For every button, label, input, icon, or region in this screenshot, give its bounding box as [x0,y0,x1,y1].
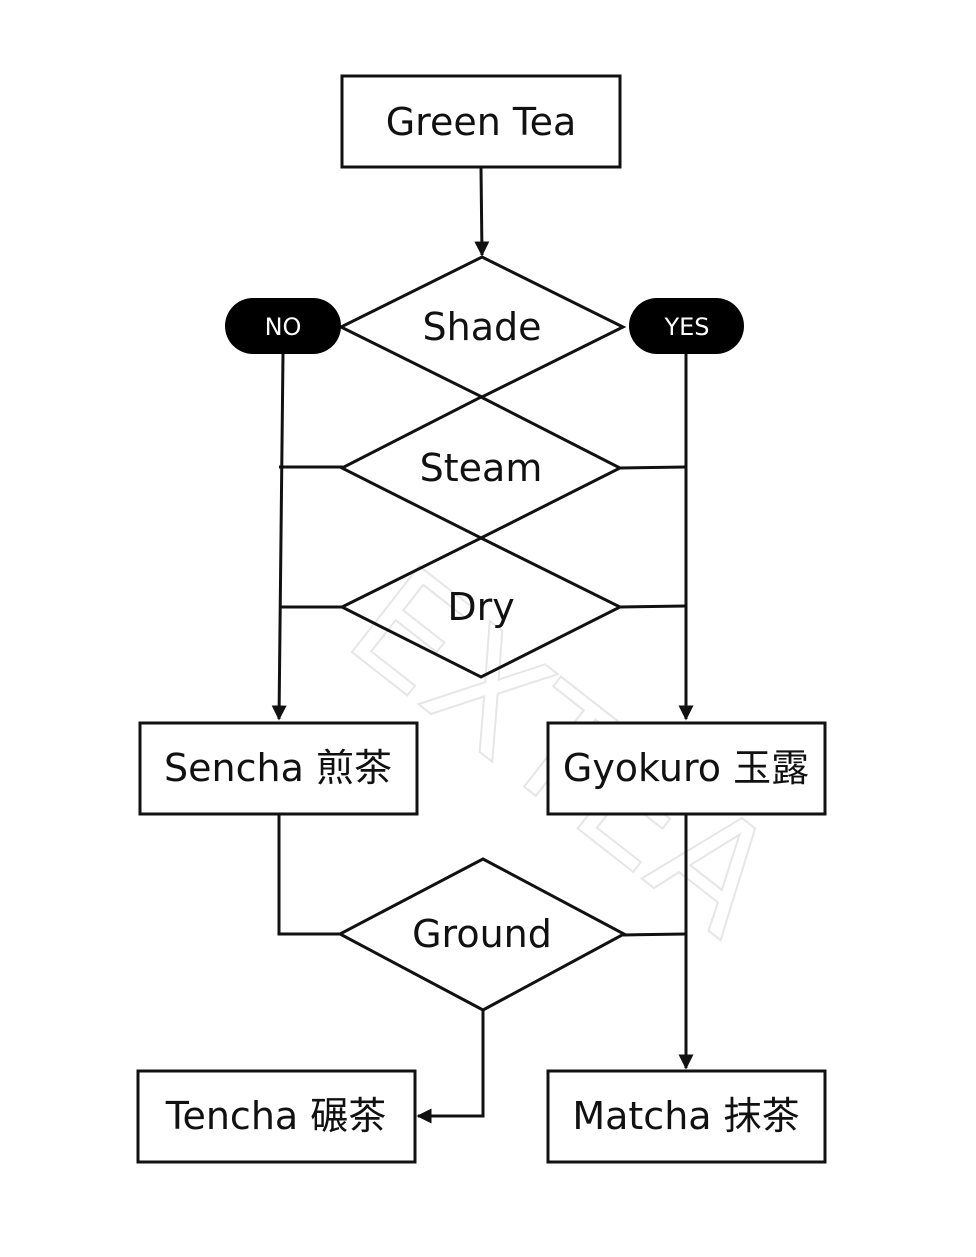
no-label: NO [265,313,302,341]
connectors [271,167,694,1124]
matcha-label: Matcha 抹茶 [572,1094,799,1138]
yes-pill [629,298,744,354]
ground-diamond [336,857,628,1012]
yes-label: YES [663,313,709,341]
matcha-box [546,1069,827,1164]
edge-sencha-ground [277,815,340,936]
tencha-label: Tencha 碾茶 [165,1094,387,1138]
process-nodes [136,74,827,1164]
edge-ground-right [622,932,687,937]
dry-label: Dry [447,585,514,629]
node-labels: Green Tea Shade Steam Dry Sencha 煎茶 Gyok… [164,100,809,1138]
edge-no-sencha [271,353,287,721]
dry-diamond [338,536,624,679]
gyokuro-box [546,721,827,816]
no-pill [225,298,341,354]
decision-nodes [336,255,628,1012]
edge-steam-right [619,465,687,470]
edge-greentea-shade [474,167,490,257]
edge-ground-tencha [416,1010,485,1124]
sencha-label: Sencha 煎茶 [164,746,392,790]
shade-label: Shade [423,305,542,349]
branch-pills: NO YES [225,298,744,354]
steam-label: Steam [420,446,543,490]
edge-dry-right [619,604,687,609]
sencha-box [138,721,419,816]
ground-label: Ground [412,912,552,956]
green-tea-label: Green Tea [386,100,577,144]
gyokuro-label: Gyokuro 玉露 [563,746,809,790]
tencha-box [136,1069,417,1164]
green-tea-box [340,74,622,169]
